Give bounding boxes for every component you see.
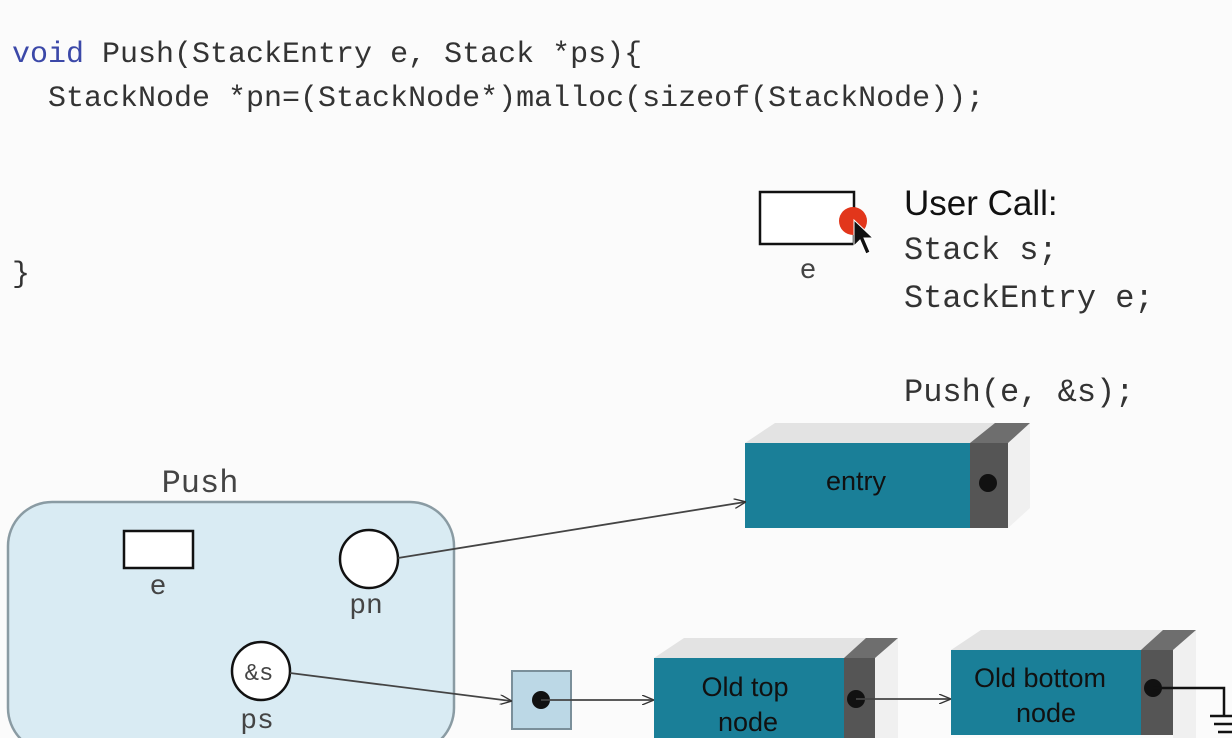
frame-ps-inner: &s — [245, 661, 274, 688]
new-node — [745, 423, 1030, 528]
old-bottom-label-1: Old bottom — [974, 663, 1106, 693]
old-top-label-2: node — [718, 707, 778, 737]
old-top-label-1: Old top — [701, 672, 788, 702]
user-call-line-3: Push(e, &s); — [904, 374, 1135, 411]
mouse-pointer-icon — [853, 218, 875, 255]
caller-e-box — [758, 190, 856, 246]
null-ground-icon — [1153, 686, 1232, 734]
frame-ps-label: ps — [240, 706, 274, 737]
code-line-closing-brace: } — [12, 258, 31, 292]
user-call-line-2: StackEntry e; — [904, 280, 1154, 317]
frame-e-label: e — [150, 572, 167, 603]
frame-e-box — [122, 529, 195, 570]
user-call-title: User Call: — [904, 184, 1058, 223]
frame-pn-label: pn — [349, 591, 383, 622]
ps-to-stack-arrow — [289, 672, 511, 701]
code-line-1-rest: Push(StackEntry e, Stack *ps){ — [84, 38, 643, 72]
code-line-1: void Push(StackEntry e, Stack *ps){ — [12, 38, 642, 72]
old-bottom-node — [951, 630, 1196, 738]
old-top-node — [654, 638, 898, 738]
pn-to-entry-arrow — [397, 502, 745, 559]
new-node-label: entry — [826, 466, 887, 496]
frame-title: Push — [162, 465, 239, 502]
user-call-line-1: Stack s; — [904, 232, 1058, 269]
code-line-2: StackNode *pn=(StackNode*)malloc(sizeof(… — [12, 82, 985, 116]
frame-pn-circle — [338, 528, 400, 590]
frame-ps-circle — [230, 640, 292, 702]
caller-e-label: e — [800, 256, 817, 287]
old-bottom-label-2: node — [1016, 698, 1076, 728]
code-keyword-void: void — [12, 38, 85, 72]
new-node-next-dot — [979, 474, 997, 492]
